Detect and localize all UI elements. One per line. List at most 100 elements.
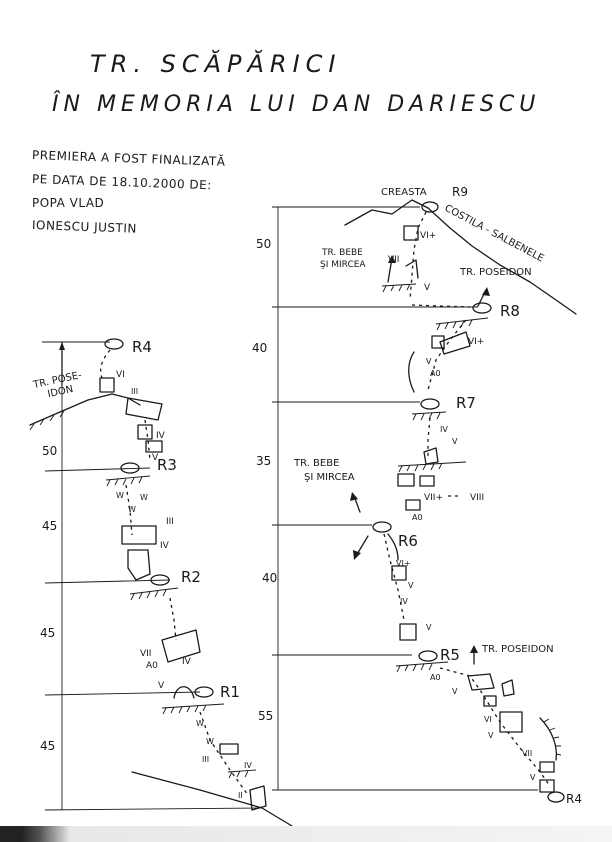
left-grade-w-1: W [116,491,124,500]
right-grade-vi-plus-b: VI+ [468,337,484,347]
intro-line-3: POPA VLAD [32,196,105,210]
right-pitch-55: 55 [258,709,273,723]
right-block-1 [403,225,419,241]
left-block-3 [145,440,163,453]
belay-r9 [421,201,439,213]
right-grade-vii-b: VII [522,749,532,758]
right-grade-v-e: V [426,623,432,632]
right-topo: CREASTA R9 COSTILA - SALBENELE VI+ VII T… [252,185,582,806]
left-route-p3 [169,597,177,641]
right-pitch-40-a: 40 [252,341,267,355]
right-overhang-low [539,717,558,761]
creasta-label: CREASTA [381,187,427,198]
belay-r5 [418,650,438,662]
right-overhang-low-hatch [543,718,562,756]
right-grade-v-d: V [408,581,414,590]
left-grade-iv-a: IV [156,431,166,441]
right-ridge [344,199,577,315]
left-pitch-45-c: 45 [40,739,55,753]
belay-r8 [472,302,492,314]
left-pitch-45-a: 45 [42,519,57,533]
left-arch [173,686,195,699]
right-grade-v-b: V [426,357,432,366]
left-grade-iii-a: III [131,387,138,396]
left-topo: R4 TR. POSE- IDON VI III IV V R3 W W W I… [29,338,293,827]
left-grade-iv-b: IV [160,541,170,551]
right-arrow-poseidon-low-head [470,645,478,653]
left-grade-w-5: W [206,737,214,746]
left-grade-w-3: W [128,505,136,514]
tr-poseidon-top-label: TR. POSEIDON [459,267,532,278]
right-ledge-1 [381,283,417,293]
right-book-2 [501,679,515,697]
right-block-11 [539,779,555,793]
right-grade-vi-plus-a: VI+ [420,231,436,241]
left-grade-iii-c: III [202,755,209,764]
left-route-p4 [199,711,249,796]
right-block-9 [499,711,523,733]
left-line-r2 [44,579,171,584]
right-block-6 [391,565,407,581]
left-ridge [29,393,141,426]
left-grade-iv-d: IV [244,761,252,770]
tr-poseidon-left-label: TR. POSE- IDON [31,369,88,403]
right-arrow-r6-down-head [353,550,361,560]
right-pitch-40-b: 40 [262,571,277,585]
belay-r3-label: R3 [157,456,177,474]
tr-bebe-mid-label: TR. BEBE ŞI MIRCEA [293,458,355,483]
right-grade-a0-b: A0 [412,513,423,522]
right-overhang-r6 [387,533,399,561]
right-ledge-mid [397,461,467,473]
belay-r9-label: R9 [452,185,468,199]
tr-bebe-mid-l2: ŞI MIRCEA [304,472,355,483]
right-grade-iv-b: IV [400,597,408,606]
belay-r7 [420,398,440,410]
right-route-p3 [427,417,431,460]
belay-r8-label: R8 [500,302,520,320]
left-ledge-r1 [161,703,225,715]
left-line-base [44,807,261,811]
left-ledge-low [227,769,257,779]
right-block-10 [539,761,555,773]
belay-r4-right [547,791,565,803]
belay-r4-left-label: R4 [132,338,152,356]
left-block-4 [121,525,157,545]
right-ledge-r5 [395,661,449,673]
left-roof-1 [125,397,163,421]
right-ledge-r7 [411,411,447,421]
left-grade-vii: VII [140,649,151,659]
right-arrow-r6-up-head [350,492,358,501]
right-arrow-bebe-top-head [388,255,396,263]
right-overhang-1 [408,351,415,393]
left-ledge-r3 [105,475,151,487]
right-book-1 [423,447,439,465]
left-block-5 [219,743,239,755]
right-roof-1 [439,331,471,355]
left-base-slope [131,771,293,827]
right-grade-v-f: V [452,687,458,696]
right-route-p2 [427,319,467,391]
tr-poseidon-low-label: TR. POSEIDON [481,644,554,655]
belay-r6-label: R6 [398,532,418,550]
right-grade-vi: VI [484,715,492,724]
left-dihedral-1 [127,549,151,581]
right-grade-viii: VIII [470,493,484,503]
right-traverse-r8 [411,304,471,308]
tr-bebe-top-label: TR. BEBE ŞI MIRCEA [320,248,366,270]
left-grade-iv-c: IV [182,657,192,667]
right-grade-v-c: V [452,437,458,446]
right-block-8 [483,695,497,707]
right-pitch-50: 50 [256,237,271,251]
left-grade-v-b: V [158,681,165,691]
left-route-p1 [144,419,151,461]
right-ledge-r8 [435,317,489,331]
tr-bebe-top-l2: ŞI MIRCEA [320,260,366,270]
belay-r2 [150,574,170,586]
right-grade-v-g: V [488,731,494,740]
belay-r4-right-label: R4 [566,792,582,806]
right-route-p5 [439,667,551,787]
belay-r3 [120,462,140,474]
right-corner-1 [405,259,419,279]
belay-r6 [372,521,392,533]
route-dedication: ÎN MEMORIA LUI DAN DARIESCU [52,92,541,117]
